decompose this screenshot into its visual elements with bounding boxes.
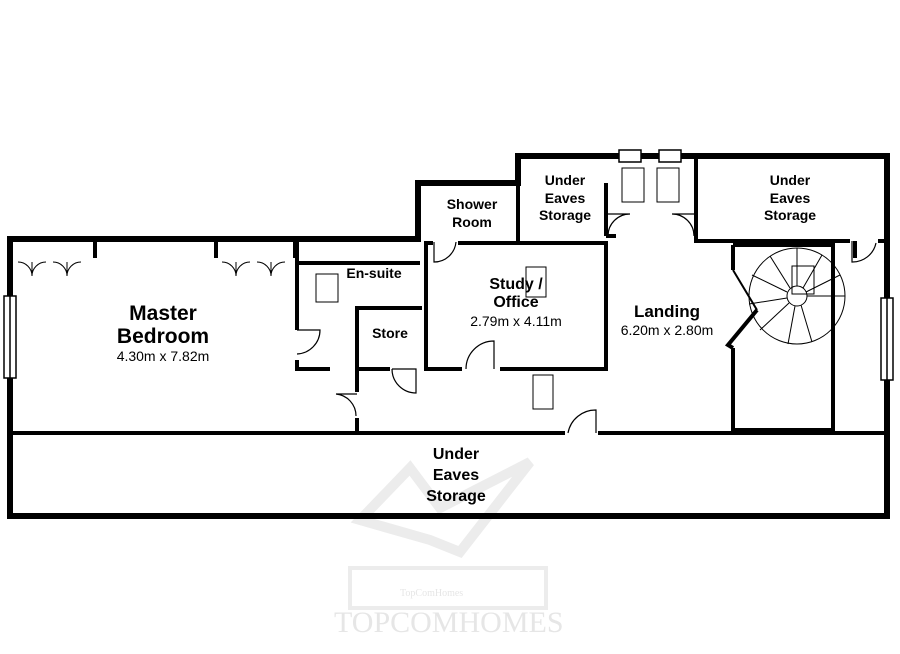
master-bedroom-label: Master Bedroom 4.30m x 7.82m [88,302,238,364]
store-label: Store [372,325,408,341]
shower-room-name-line2: Room [452,213,492,230]
watermark-brand: TOPCOMHOMES [334,606,564,639]
eaves-bottom-label: Under Eaves Storage [396,445,516,507]
study-name-line1: Study / [489,276,543,293]
eaves-top-middle-label: Under Eaves Storage [524,172,606,225]
landing-label: Landing 6.20m x 2.80m [604,302,730,338]
spiral-staircase [748,247,846,345]
eaves-top-right-line2: Eaves [769,189,811,206]
watermark-tagline: TopComHomes [400,588,464,599]
en-suite-label: En-suite [346,265,402,281]
door-swings [296,213,877,434]
interior-walls [12,156,887,435]
wardrobe-doors [17,261,286,277]
master-bedroom-name-line2: Bedroom [116,325,210,349]
eaves-top-right-line1: Under [769,172,811,188]
eaves-top-middle-line1: Under [544,172,586,188]
exterior-walls [7,153,890,519]
study-name-line2: Office [493,294,539,312]
eaves-top-right-line3: Storage [763,207,817,223]
eaves-top-right-label: Under Eaves Storage [740,172,840,225]
eaves-top-middle-line2: Eaves [544,189,586,206]
master-bedroom-dimensions: 4.30m x 7.82m [116,348,210,365]
study-label: Study / Office 2.79m x 4.11m [446,276,586,329]
watermark-logo [348,457,548,610]
eaves-top-middle-line3: Storage [538,207,592,223]
landing-dimensions: 6.20m x 2.80m [620,321,714,338]
wall-stubs [93,241,857,258]
eaves-bottom-line2: Eaves [432,466,480,484]
eaves-bottom-line3: Storage [426,487,486,505]
landing-name: Landing [633,302,701,321]
skylights [315,167,680,410]
master-bedroom-name-line1: Master [129,302,197,325]
study-dimensions: 2.79m x 4.11m [470,312,562,329]
eaves-bottom-line1: Under [432,446,480,463]
shower-room-label: Shower Room [424,196,520,231]
shower-room-name-line1: Shower [446,196,498,212]
windows [3,149,894,381]
